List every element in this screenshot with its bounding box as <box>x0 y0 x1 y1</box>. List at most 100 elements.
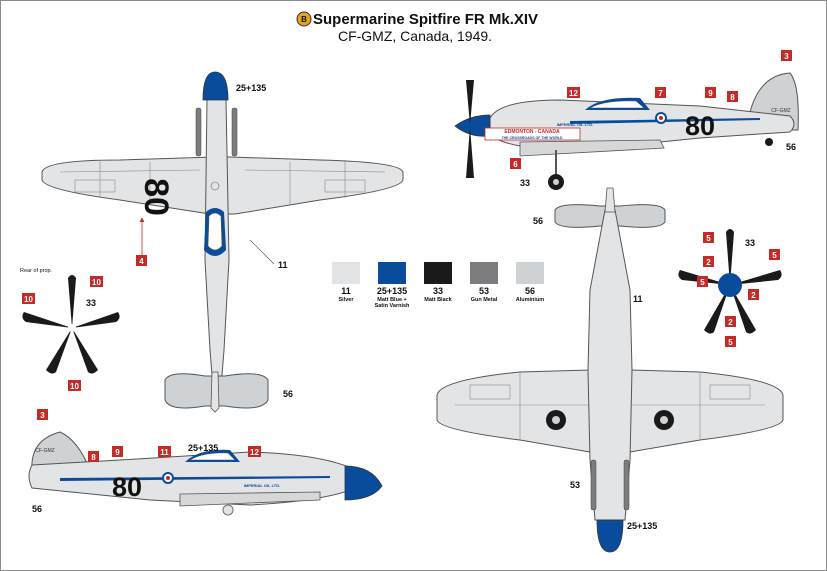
swatch-code: 11 <box>341 286 351 296</box>
callout-12-b <box>248 446 261 457</box>
code-label-side-right-tyre: 33 <box>520 178 530 188</box>
swatch-code: 53 <box>479 286 489 296</box>
svg-text:3: 3 <box>784 52 789 61</box>
callout-10-b <box>22 293 35 304</box>
svg-text:6: 6 <box>513 160 518 169</box>
underside-view: 56 11 53 25+135 <box>436 187 784 553</box>
svg-text:2: 2 <box>706 258 711 267</box>
banner-line-2: THE CROSSROADS OF THE WORLD <box>501 136 563 140</box>
header: B Supermarine Spitfire FR Mk.XIV CF-GMZ,… <box>296 11 538 44</box>
side-right-race-number: 80 <box>685 111 715 141</box>
callout-9 <box>705 87 716 98</box>
svg-text:9: 9 <box>115 448 120 457</box>
code-label-underside-spinner: 25+135 <box>627 521 657 531</box>
svg-text:11: 11 <box>160 448 169 457</box>
code-label-side-right-tail: 56 <box>786 142 796 152</box>
callout-2-a <box>703 256 714 267</box>
swatch-name: Aluminium <box>516 297 545 303</box>
prop-front-view: 33 5 5 2 5 2 2 5 <box>678 229 782 347</box>
swatch-name: Matt Black <box>424 297 452 303</box>
callout-9-b <box>112 446 123 457</box>
top-view-spinner <box>202 71 229 101</box>
swatch-name: Matt Blue + <box>377 297 407 303</box>
underside-spinner <box>596 519 624 553</box>
side-right-sponsor: IMPERIAL OIL LTD. <box>557 122 593 127</box>
callout-3-b <box>37 409 48 420</box>
side-view-right: EDMONTON - CANADA THE CROSSROADS OF THE … <box>454 50 799 190</box>
callout-4 <box>136 255 147 266</box>
code-label-prop-rear: 33 <box>86 298 96 308</box>
swatch-name: Gun Metal <box>471 297 498 303</box>
side-view-left: 80 IMPERIAL OIL LTD. CF-GMZ 25+135 56 3 … <box>28 409 383 516</box>
top-view-race-number: 80 <box>137 178 175 216</box>
callout-3 <box>781 50 792 61</box>
callout-6 <box>510 158 521 169</box>
callout-11 <box>158 446 171 457</box>
code-label-top-silver: 11 <box>278 260 288 270</box>
swatch-code: 25+135 <box>377 286 407 296</box>
svg-text:5: 5 <box>706 234 711 243</box>
swatch-56 <box>516 262 544 284</box>
svg-text:10: 10 <box>70 382 79 391</box>
svg-text:8: 8 <box>91 453 96 462</box>
code-label-prop-front: 33 <box>745 238 755 248</box>
svg-text:2: 2 <box>751 291 756 300</box>
callout-2-b <box>748 289 759 300</box>
callout-5-c <box>697 276 708 287</box>
swatch-code: 56 <box>525 286 535 296</box>
code-label-side-left-tail: 56 <box>32 504 42 514</box>
option-badge-icon <box>296 11 312 27</box>
top-view-canopy <box>207 212 223 251</box>
svg-text:12: 12 <box>250 448 259 457</box>
code-label-underside-gunmetal: 53 <box>570 480 580 490</box>
callout-10-a <box>90 276 103 287</box>
callout-2-c <box>725 316 736 327</box>
code-label-top-spinner: 25+135 <box>236 83 266 93</box>
callout-8-b <box>88 451 99 462</box>
prop-rear-view: Rear of prop. 33 10 10 10 <box>20 268 120 391</box>
svg-text:9: 9 <box>708 89 713 98</box>
banner-line-1: EDMONTON - CANADA <box>504 129 560 135</box>
svg-text:5: 5 <box>728 338 733 347</box>
callout-5-a <box>703 232 714 243</box>
svg-text:7: 7 <box>658 89 663 98</box>
svg-text:5: 5 <box>700 278 705 287</box>
swatch-name: Silver <box>339 297 355 303</box>
swatch-53 <box>470 262 498 284</box>
svg-text:2: 2 <box>728 318 733 327</box>
svg-text:10: 10 <box>24 295 33 304</box>
code-label-side-left-spinner: 25+135 <box>188 443 218 453</box>
code-label-underside-tailplane: 56 <box>533 216 543 226</box>
svg-text:5: 5 <box>772 251 777 260</box>
svg-text:8: 8 <box>730 93 735 102</box>
swatch-code: 33 <box>433 286 443 296</box>
swatch-25-135 <box>378 262 406 284</box>
page-subtitle: CF-GMZ, Canada, 1949. <box>338 28 492 44</box>
svg-text:12: 12 <box>569 89 578 98</box>
callout-7 <box>655 87 666 98</box>
swatch-name: Satin Varnish <box>375 303 410 309</box>
swatch-33 <box>424 262 452 284</box>
side-left-registration: CF-GMZ <box>35 448 54 454</box>
code-label-underside-silver: 11 <box>633 294 643 304</box>
callout-10-c <box>68 380 81 391</box>
prop-rear-note: Rear of prop. <box>20 268 53 274</box>
callout-5-d <box>725 336 736 347</box>
svg-text:4: 4 <box>139 257 144 266</box>
underside-fuselage <box>587 209 633 521</box>
svg-text:3: 3 <box>40 411 45 420</box>
swatch-11 <box>332 262 360 284</box>
top-view: 80 25+135 11 56 4 <box>41 71 404 413</box>
callout-12 <box>567 87 580 98</box>
svg-text:10: 10 <box>92 278 101 287</box>
side-right-registration: CF-GMZ <box>771 108 790 114</box>
callout-8 <box>727 91 738 102</box>
side-left-race-number: 80 <box>112 472 142 502</box>
callout-5-b <box>769 249 780 260</box>
code-label-top-tailplane: 56 <box>283 389 293 399</box>
option-badge-letter: B <box>301 15 307 24</box>
side-left-sponsor: IMPERIAL OIL LTD. <box>244 483 280 488</box>
